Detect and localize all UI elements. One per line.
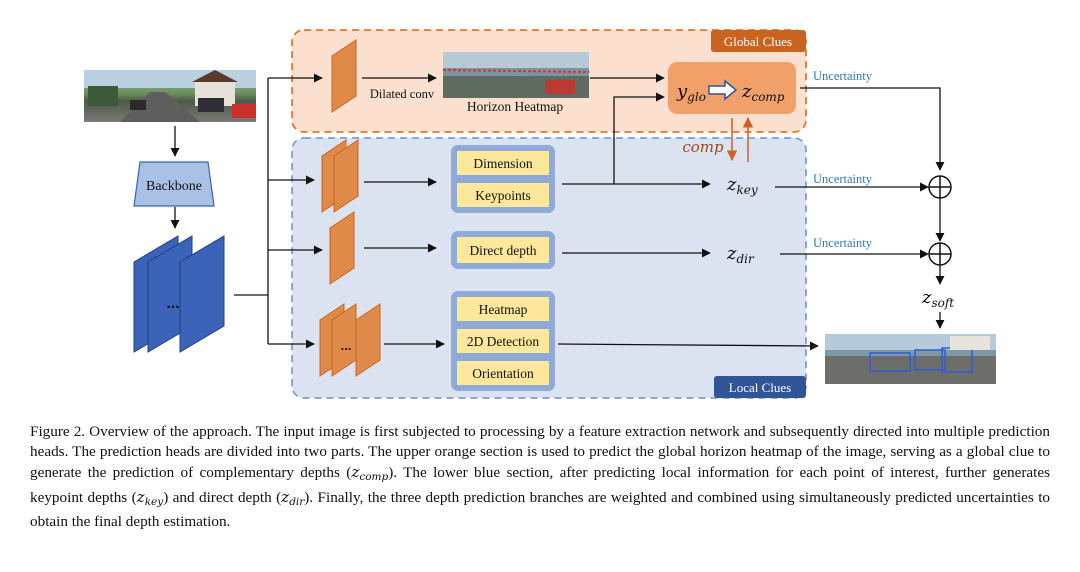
z-dir-symbol: zdir: [726, 243, 755, 266]
plus-node-1: [928, 175, 952, 199]
dimension-label: Dimension: [473, 156, 532, 171]
local-clues-tag: [714, 376, 806, 398]
feature-ellipsis: ...: [166, 295, 179, 312]
detection-ellipsis: ...: [341, 338, 352, 353]
backbone-label: Backbone: [146, 179, 202, 194]
dimension-item: [457, 151, 549, 175]
caption-z-dir: zdir: [281, 488, 305, 508]
comp-label: comp: [682, 138, 724, 156]
z-soft-symbol: zsoft: [921, 287, 954, 310]
input-image: [84, 70, 256, 122]
detection-head-conv: ...: [319, 303, 381, 377]
z-key-symbol: zkey: [726, 174, 758, 197]
caption-part-2: ). The lower blue section, after predict…: [30, 464, 1050, 506]
direct-head-conv: [329, 211, 355, 285]
uncertainty-label-dir: Uncertainty: [813, 236, 873, 250]
y-glo-symbol: yglo: [676, 81, 706, 104]
caption-part-3: ) and direct depth (: [163, 489, 282, 506]
global-head-conv: [331, 39, 357, 113]
heatmap-item: [457, 297, 549, 321]
caption-part-4: ). Finally, the three depth prediction b…: [30, 489, 1051, 530]
global-clues-tag: [711, 30, 806, 52]
global-clues-label: Global Clues: [724, 34, 792, 49]
direct-depth-item: [457, 237, 549, 263]
horizon-heatmap-label: Horizon Heatmap: [467, 99, 564, 114]
keypoint-head-conv: [321, 139, 359, 213]
2d-detection-label: 2D Detection: [467, 334, 540, 349]
plus-node-2: [928, 242, 952, 266]
orientation-item: [457, 361, 549, 385]
keypoints-item: [457, 183, 549, 207]
uncertainty-label-key: Uncertainty: [813, 172, 873, 186]
direct-depth-label: Direct depth: [469, 243, 536, 258]
output-image: [825, 334, 996, 384]
implies-arrow-icon: [708, 79, 738, 101]
heatmap-label: Heatmap: [479, 302, 528, 317]
uncertainty-label-global: Uncertainty: [813, 69, 873, 83]
keypoints-label: Keypoints: [475, 188, 531, 203]
local-clues-label: Local Clues: [729, 380, 791, 395]
dilated-conv-label: Dilated conv: [370, 87, 435, 101]
feature-map-stack: ...: [133, 235, 225, 353]
architecture-diagram: Global Clues Local Clues Backbone ... Di…: [84, 29, 996, 399]
caption-z-comp: zcomp: [351, 463, 389, 483]
2d-detection-item: [457, 329, 549, 353]
orientation-label: Orientation: [472, 366, 534, 381]
backbone-block: [133, 161, 215, 207]
caption-part-1: Figure 2. Overview of the approach. The …: [30, 423, 1050, 481]
z-comp-symbol: zcomp: [741, 81, 785, 104]
horizon-heatmap-image: [442, 52, 590, 98]
figure-caption: Figure 2. Overview of the approach. The …: [30, 422, 1050, 532]
caption-z-key: zkey: [136, 488, 164, 508]
